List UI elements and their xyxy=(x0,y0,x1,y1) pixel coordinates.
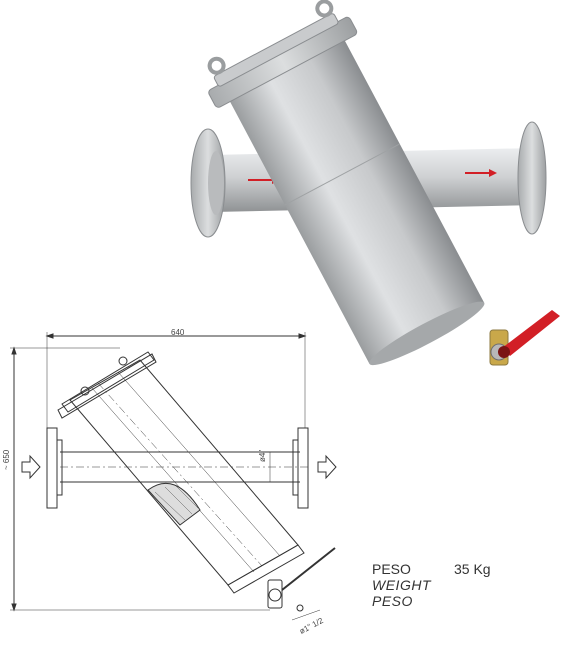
weight-label-es: PESO xyxy=(372,593,413,609)
drawing-strainer-body xyxy=(57,351,305,594)
height-dimension-label: ~ 650 xyxy=(2,449,11,470)
drawing-pipe xyxy=(46,427,310,509)
width-dimension-line xyxy=(45,332,307,428)
strainer-body xyxy=(207,0,485,366)
flow-arrow-right xyxy=(465,169,497,177)
drawing-lifting-eye xyxy=(80,386,90,396)
ball-valve xyxy=(489,310,560,366)
weight-label-it: PESO xyxy=(372,561,411,577)
inlet-arrow xyxy=(21,454,41,480)
drawing-screen-mesh xyxy=(147,482,201,526)
drawing-top-flange xyxy=(61,351,155,413)
drawing-ball-valve xyxy=(267,547,336,612)
pipe-diameter-label: ø4" xyxy=(258,449,267,462)
weight-value: 35 Kg xyxy=(454,561,491,577)
weight-spec: PESO 35 Kg WEIGHT PESO xyxy=(372,561,491,609)
width-dimension-label: 640 xyxy=(171,328,185,337)
outlet-arrow xyxy=(317,454,337,480)
right-flange xyxy=(517,121,547,235)
technical-drawing xyxy=(10,332,337,621)
product-photo xyxy=(190,0,560,366)
height-dimension-line xyxy=(10,346,270,612)
weight-label-en: WEIGHT xyxy=(372,577,431,593)
valve-handle xyxy=(502,310,560,356)
lifting-eye-left xyxy=(207,56,226,75)
lifting-eye-right xyxy=(315,0,334,18)
